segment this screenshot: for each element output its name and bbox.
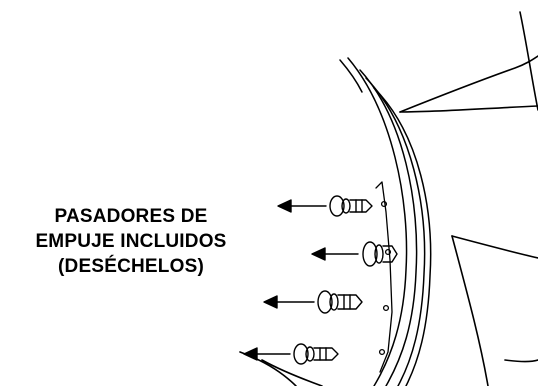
push-pin-2 <box>311 241 398 267</box>
fender-body-outline <box>239 11 538 386</box>
push-pin-3 <box>263 290 363 314</box>
push-pin-1 <box>277 195 373 217</box>
liner-panel <box>375 181 393 373</box>
wheel-liner-arcs <box>339 57 432 386</box>
push-pin-4 <box>243 343 339 365</box>
callout-line-2: EMPUJE INCLUIDOS <box>35 231 227 252</box>
callout-line-3: (DESÉCHELOS) <box>58 256 204 277</box>
push-pins-callout-label: PASADORES DE EMPUJE INCLUIDOS (DESÉCHELO… <box>0 204 262 279</box>
callout-line-1: PASADORES DE <box>54 206 208 227</box>
